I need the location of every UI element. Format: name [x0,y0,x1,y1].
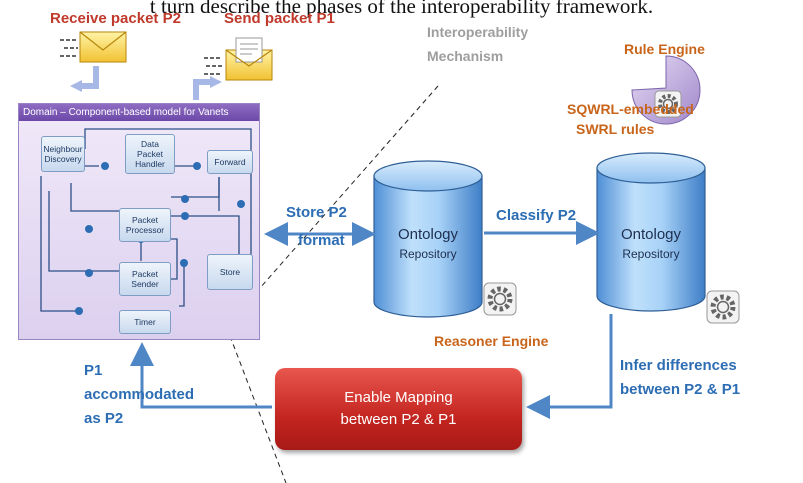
mapping-line1: Enable Mapping [344,389,453,406]
mechanism-label-line1: Interoperability [427,24,529,40]
gear-icon [483,282,517,316]
domain-wiring [40,128,252,315]
ontology-repository-right [596,152,706,312]
p1-accommodated-arrow [130,342,272,409]
receive-arrow [80,66,99,89]
rule-engine-pie [631,55,701,125]
rule-engine-label: Rule Engine [624,41,705,57]
store-component: Store [207,254,253,290]
mechanism-label-line2: Mechanism [427,48,504,64]
sqwrl-label-line2: SWRL rules [576,121,655,137]
mapping-line2: between P2 & P1 [340,411,457,428]
store-p2-label-line2: format [298,232,345,249]
mechanism-dashed-line-upper [229,85,439,323]
forward-component: Forward [207,150,253,174]
ontology-right-sub: Repository [622,247,680,261]
send-envelope-icon [204,37,273,81]
infer-label-line1: Infer differences [620,357,737,374]
timer-component: Timer [119,310,171,334]
send-packet-label: Send packet P1 [224,10,335,27]
ontology-right-name: Ontology [620,226,682,243]
receive-envelope-icon [60,31,127,63]
ontology-left-sub: Repository [399,247,457,261]
p1-label-line1: P1 [84,362,103,379]
enable-mapping-box: Enable Mapping between P2 & P1 [275,368,522,450]
sqwrl-label-line1: SQWRL-embedded [567,101,694,117]
reasoner-engine-label: Reasoner Engine [434,333,549,349]
caption-text: t turn describe the phases of the intero… [149,0,654,18]
infer-label-line2: between P2 & P1 [620,381,741,398]
domain-model-box: Domain – Component-based model for Vanet… [18,103,260,340]
p1-label-line2: accommodated [84,386,195,403]
receive-packet-label: Receive packet P2 [50,10,181,27]
classify-p2-label: Classify P2 [496,207,577,224]
infer-arrow [526,314,613,419]
gear-icon [654,90,682,118]
p1-label-line3: as P2 [84,410,124,427]
ontology-repository-left [373,160,483,318]
gear-icon [706,290,740,324]
send-arrow [193,79,212,100]
domain-title: Domain – Component-based model for Vanet… [19,104,259,121]
store-p2-label-line1: Store P2 [286,204,347,221]
ontology-left-name: Ontology [397,226,459,243]
